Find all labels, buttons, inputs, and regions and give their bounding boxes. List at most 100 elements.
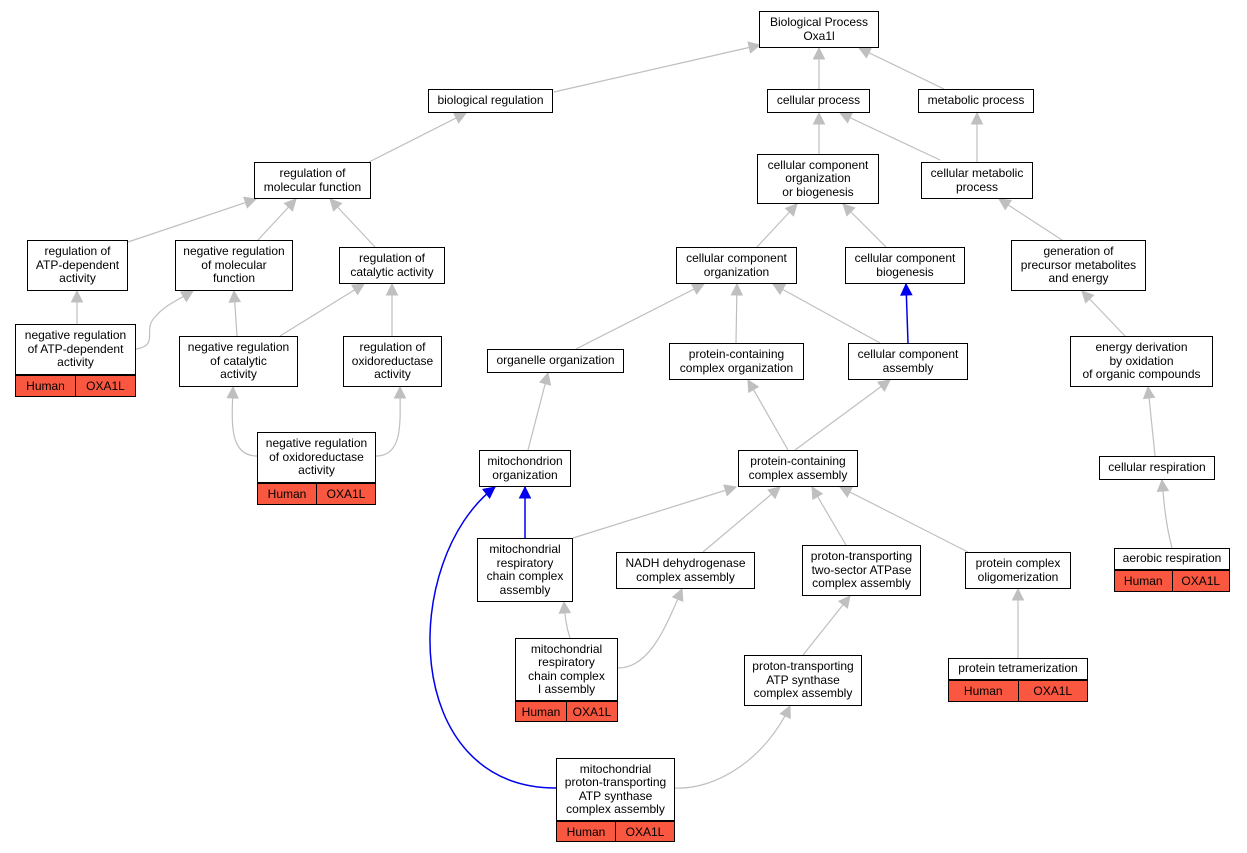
annotation-species: Human	[258, 484, 316, 504]
node-cellular-component-biogenesis[interactable]: cellular component biogenesis	[845, 247, 965, 284]
edge-arrowhead	[70, 289, 84, 303]
edge-arrowhead	[671, 587, 684, 603]
node-regulation-of-atp-dependent-activity[interactable]: regulation of ATP-dependent activity	[27, 240, 128, 291]
edge-arrowhead	[723, 484, 738, 497]
node-negative-regulation-of-molecular-function[interactable]: negative regulation of molecular functio…	[175, 240, 293, 291]
node-protein-complex-oligomerization[interactable]: protein complex oligomerization	[965, 552, 1071, 589]
graph-edge	[572, 486, 737, 539]
node-generation-of-precursor-metabolites-and-energy[interactable]: generation of precursor metabolites and …	[1011, 240, 1146, 291]
node-negative-regulation-of-catalytic-activity[interactable]: negative regulation of catalytic activit…	[179, 336, 298, 387]
node-biological-process-root[interactable]: Biological Process Oxa1l	[759, 11, 879, 48]
node-cellular-metabolic-process[interactable]: cellular metabolic process	[921, 162, 1033, 199]
graph-edge	[135, 290, 194, 350]
graph-edge	[802, 595, 851, 656]
edge-arrowhead	[228, 289, 242, 303]
edge-arrowhead	[243, 196, 258, 209]
node-biological-regulation[interactable]: biological regulation	[428, 89, 553, 113]
edge-arrowhead	[329, 198, 343, 212]
edge-arrowhead	[539, 371, 552, 386]
edge-arrowhead	[393, 385, 407, 399]
edge-arrowhead	[839, 486, 854, 498]
edge-arrowhead	[811, 486, 824, 501]
graph-edge	[998, 198, 1063, 241]
node-metabolic-process[interactable]: metabolic process	[918, 89, 1034, 113]
node-protein-containing-complex-organization[interactable]: protein-containing complex organization	[669, 343, 804, 380]
edge-arrowhead	[842, 203, 856, 217]
node-organelle-organization[interactable]: organelle organization	[487, 349, 624, 373]
edge-arrowhead	[1011, 587, 1025, 601]
node-mitochondrial-respiratory-chain-complex-i-assembly[interactable]: mitochondrial respiratory chain complex …	[515, 638, 618, 701]
edge-arrowhead	[812, 46, 826, 60]
graph-edge	[772, 283, 881, 344]
node-mitochondrion-organization[interactable]: mitochondrion organization	[479, 450, 571, 487]
edge-arrowhead	[970, 111, 984, 125]
annotation-gene[interactable]: OXA1L	[566, 702, 617, 721]
node-cellular-component-assembly[interactable]: cellular component assembly	[848, 343, 968, 380]
node-aerobic-respiration[interactable]: aerobic respiration	[1114, 548, 1230, 570]
node-energy-derivation-by-oxidation-of-organic-compounds[interactable]: energy derivation by oxidation of organi…	[1070, 336, 1213, 387]
node-cellular-component-organization-or-biogenesis[interactable]: cellular component organization or bioge…	[757, 154, 879, 204]
node-cellular-respiration[interactable]: cellular respiration	[1099, 456, 1215, 480]
edge-arrowhead	[558, 600, 572, 614]
annotation-gene[interactable]: OXA1L	[615, 822, 674, 841]
edge-arrowhead	[779, 704, 791, 720]
node-negative-regulation-of-atp-dependent-activity[interactable]: negative regulation of ATP-dependent act…	[15, 324, 136, 375]
graph-edge	[527, 372, 549, 451]
node-regulation-of-oxidoreductase-activity[interactable]: regulation of oxidoreductase activity	[343, 336, 442, 387]
graph-edge	[368, 112, 467, 163]
graph-edge	[429, 486, 557, 789]
graph-edge	[553, 44, 761, 93]
edge-arrowhead	[1081, 290, 1095, 304]
annotation-species: Human	[16, 376, 75, 396]
graph-edge	[617, 588, 683, 669]
annotation-gene[interactable]: OXA1L	[316, 484, 375, 504]
edge-arrowhead	[998, 198, 1013, 211]
node-regulation-of-molecular-function[interactable]: regulation of molecular function	[254, 162, 371, 199]
graph-edge	[127, 198, 257, 243]
node-regulation-of-catalytic-activity[interactable]: regulation of catalytic activity	[339, 247, 445, 284]
node-proton-transporting-atp-synthase-complex-assembly[interactable]: proton-transporting ATP synthase complex…	[744, 655, 862, 706]
edge-arrowhead	[876, 379, 891, 392]
graph-edge	[279, 283, 365, 337]
annotation-gene[interactable]: OXA1L	[1171, 571, 1229, 591]
annotation-species: Human	[949, 681, 1018, 701]
node-mitochondrial-respiratory-chain-complex-assembly[interactable]: mitochondrial respiratory chain complex …	[477, 538, 573, 602]
annotation-species: Human	[516, 702, 566, 721]
annotation-species: Human	[557, 822, 615, 841]
edge-arrowhead	[747, 41, 762, 54]
annotation-species: Human	[1115, 571, 1172, 591]
edge-arrowhead	[900, 282, 913, 296]
graph-edge	[794, 379, 891, 451]
edge-arrowhead	[747, 379, 760, 394]
edge-arrowhead	[226, 385, 239, 399]
node-negative-regulation-of-oxidoreductase-activity[interactable]: negative regulation of oxidoreductase ac…	[257, 432, 376, 483]
node-protein-containing-complex-assembly[interactable]: protein-containing complex assembly	[738, 450, 858, 487]
node-nadh-dehydrogenase-complex-assembly[interactable]: NADH dehydrogenase complex assembly	[616, 552, 755, 589]
graph-edge	[702, 486, 781, 553]
annotation-gene[interactable]: OXA1L	[75, 376, 135, 396]
node-protein-tetramerization[interactable]: protein tetramerization	[948, 658, 1088, 680]
annotation-gene[interactable]: OXA1L	[1017, 681, 1087, 701]
graph-edge	[858, 47, 945, 90]
edge-arrowhead	[690, 283, 705, 295]
edge-arrowhead	[482, 486, 496, 500]
edge-arrowhead	[179, 290, 194, 303]
graph-edge	[747, 379, 789, 451]
node-proton-transporting-two-sector-atpase-complex-assembly[interactable]: proton-transporting two-sector ATPase co…	[802, 545, 921, 596]
node-cellular-process[interactable]: cellular process	[767, 89, 870, 113]
edge-arrowhead	[1142, 385, 1156, 400]
graph-edge	[575, 283, 705, 350]
node-mitochondrial-proton-transporting-atp-synthase-complex-assembly[interactable]: mitochondrial proton-transporting ATP sy…	[556, 758, 675, 821]
edge-arrowhead	[730, 282, 744, 296]
edge-arrowhead	[857, 47, 873, 59]
graph-edge	[1147, 386, 1156, 457]
edge-arrowhead	[784, 203, 798, 217]
node-cellular-component-organization[interactable]: cellular component organization	[676, 247, 797, 284]
edge-arrowhead	[385, 282, 399, 296]
